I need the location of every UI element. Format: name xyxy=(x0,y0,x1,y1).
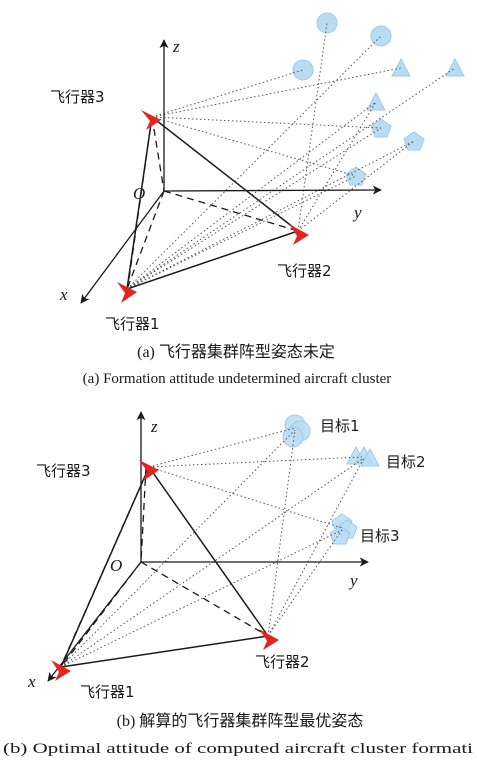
circle-target-icon xyxy=(370,25,392,47)
aircraft-icon xyxy=(51,660,71,681)
panel-a-origin-label: O xyxy=(133,184,145,203)
panel-b-aircraft xyxy=(51,460,279,681)
panel-a-caption-en: (a) Formation attitude undetermined airc… xyxy=(83,371,392,387)
panel-b: z y x O 飞行器3 飞行器2 飞行器1 目标1 目标2 目标3 (b) 解… xyxy=(3,411,473,757)
panel-b-targets xyxy=(282,414,380,545)
panel-b-sight-lines xyxy=(60,427,365,668)
aircraft-icon xyxy=(117,282,137,303)
panel-a-sight-lines xyxy=(126,22,456,290)
panel-b-formation-triangle xyxy=(60,466,269,668)
triangle-target-icon xyxy=(445,57,465,77)
panel-b-caption-cn: (b) 解算的飞行器集群阵型最优姿态 xyxy=(117,711,364,730)
panel-b-target-label-1: 目标1 xyxy=(320,417,360,435)
panel-a-axes xyxy=(80,39,382,304)
panel-b-z-label: z xyxy=(150,417,158,436)
aircraft-icon xyxy=(259,629,279,650)
circle-target-icon xyxy=(316,12,338,34)
panel-a-targets xyxy=(292,12,465,186)
panel-b-axes xyxy=(47,411,369,682)
panel-a-caption-cn: (a) 飞行器集群阵型姿态未定 xyxy=(137,343,335,361)
panel-b-origin-label: O xyxy=(110,556,122,575)
panel-a-aircraft-label-1: 飞行器1 xyxy=(105,315,160,333)
panel-b-caption-en: (b) Optimal attitude of computed aircraf… xyxy=(3,741,473,757)
pentagon-target-icon xyxy=(403,131,425,151)
aircraft-icon xyxy=(289,224,309,245)
panel-b-y-label: y xyxy=(348,571,358,590)
panel-b-target-label-3: 目标3 xyxy=(360,527,400,545)
panel-b-aircraft-label-3: 飞行器3 xyxy=(36,462,91,480)
panel-b-x-label: x xyxy=(27,672,36,691)
aircraft-icon xyxy=(139,460,159,481)
triangle-target-icon xyxy=(366,91,386,111)
panel-a: z y x O 飞行器3 飞行器2 飞行器1 (a) 飞行器集群阵型姿态未定 (… xyxy=(50,12,465,387)
aircraft-icon xyxy=(141,110,161,130)
panel-b-aircraft-label-2: 飞行器2 xyxy=(255,653,310,671)
panel-a-aircraft-label-3: 飞行器3 xyxy=(50,88,105,106)
y-axis xyxy=(163,185,382,195)
panel-a-aircraft xyxy=(117,110,309,303)
panel-a-y-label: y xyxy=(352,203,362,222)
triangle-target-icon xyxy=(360,447,380,467)
panel-b-dashed-edges xyxy=(60,466,269,668)
panel-b-aircraft-label-1: 飞行器1 xyxy=(80,683,135,701)
circle-target-icon xyxy=(282,426,304,448)
panel-a-z-label: z xyxy=(172,37,180,56)
panel-a-aircraft-label-2: 飞行器2 xyxy=(277,262,332,280)
panel-a-formation-triangle xyxy=(126,116,299,290)
panel-b-target-label-2: 目标2 xyxy=(386,453,426,471)
circle-target-icon xyxy=(292,59,314,81)
triangle-target-icon xyxy=(391,57,411,77)
panel-a-x-label: x xyxy=(59,285,68,304)
x-axis xyxy=(80,190,165,304)
